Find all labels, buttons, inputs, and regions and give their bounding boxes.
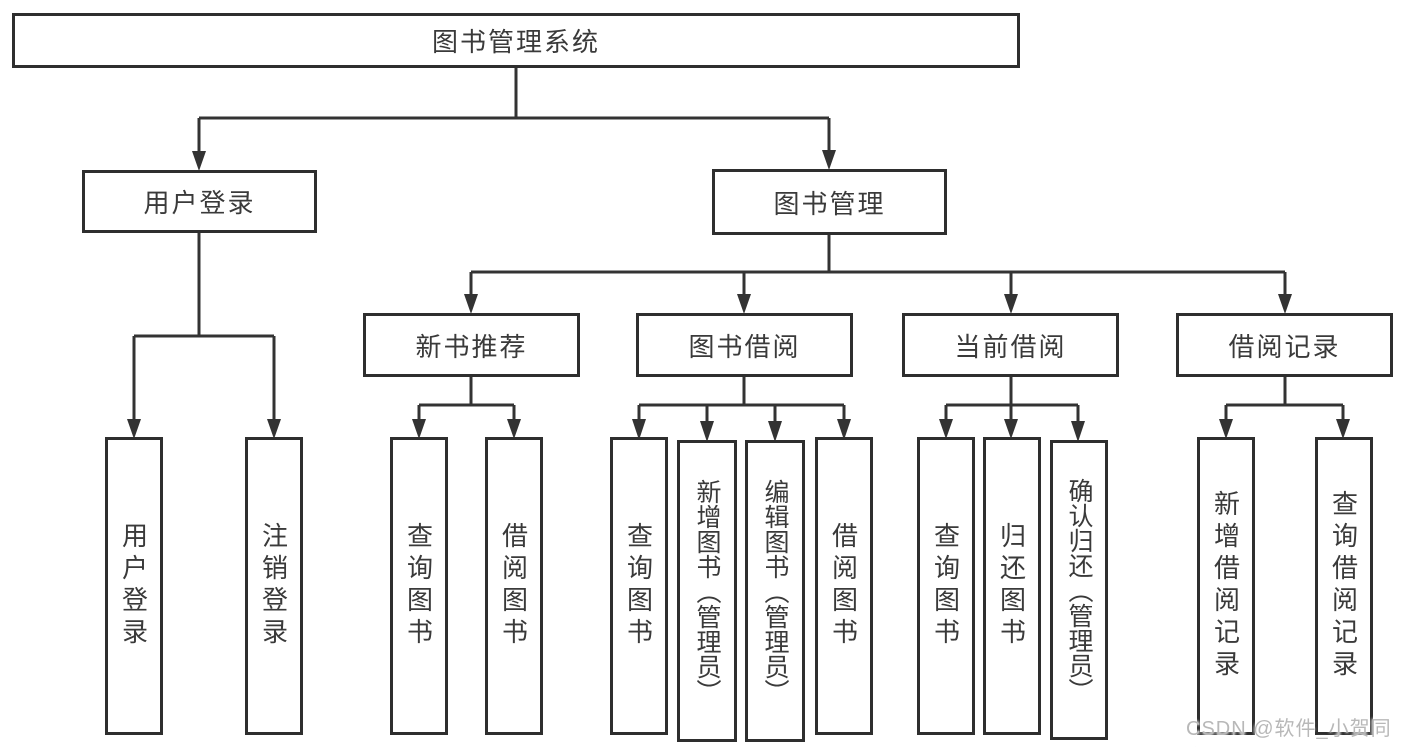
- node-book-borrow: 图书借阅: [636, 313, 853, 377]
- node-borrow-record: 借阅记录: [1176, 313, 1393, 377]
- connector-borrow-to-leaves: [632, 377, 851, 442]
- leaf-logout: 注销登录: [245, 437, 303, 735]
- node-current-borrow: 当前借阅: [902, 313, 1119, 377]
- leaf-return-book: 归还图书: [983, 437, 1041, 735]
- leaf-add-book-admin: 新增图书（管理员）: [677, 440, 737, 742]
- leaf-add-borrow-record: 新增借阅记录: [1197, 437, 1255, 735]
- connector-current-to-leaves: [939, 377, 1085, 442]
- leaf-query-book-current: 查询图书: [917, 437, 975, 735]
- leaf-borrow-book-recommend: 借阅图书: [485, 437, 543, 735]
- connector-userlogin-to-leaves: [127, 233, 281, 439]
- leaf-confirm-return-admin: 确认归还（管理员）: [1050, 440, 1108, 740]
- node-book-management: 图书管理: [712, 169, 947, 235]
- leaf-query-book-recommend: 查询图书: [390, 437, 448, 735]
- connector-newbook-to-leaves: [412, 377, 521, 439]
- leaf-query-borrow-record: 查询借阅记录: [1315, 437, 1373, 735]
- leaf-query-book-borrow: 查询图书: [610, 437, 668, 735]
- node-library-management-system: 图书管理系统: [12, 13, 1020, 68]
- connector-record-to-leaves: [1219, 377, 1350, 439]
- connector-root-to-level2: [192, 68, 836, 171]
- leaf-user-login: 用户登录: [105, 437, 163, 735]
- connector-bookmgmt-to-level3: [464, 235, 1292, 314]
- leaf-edit-book-admin: 编辑图书（管理员）: [745, 440, 805, 742]
- node-new-book-recommend: 新书推荐: [363, 313, 580, 377]
- csdn-watermark: CSDN @软件_小贺同学: [1186, 718, 1392, 740]
- node-user-login: 用户登录: [82, 170, 317, 233]
- leaf-borrow-book: 借阅图书: [815, 437, 873, 735]
